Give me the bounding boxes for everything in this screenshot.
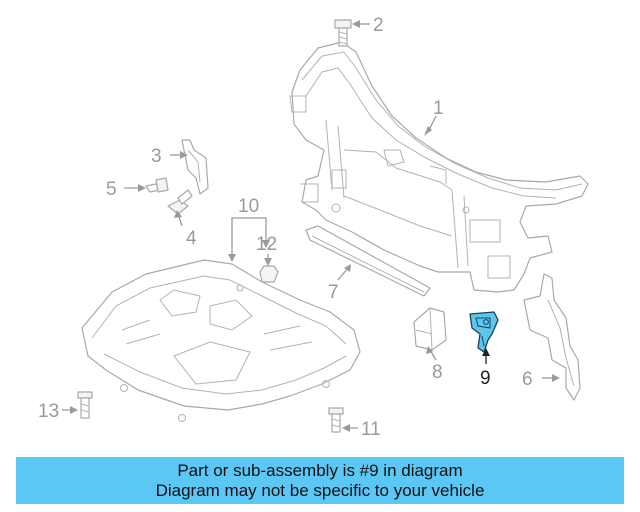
- bolt-part-13: [77, 391, 93, 419]
- engine-under-cover: [81, 259, 361, 422]
- radiator-support-part: [289, 41, 589, 293]
- callout-9: 9: [480, 368, 491, 389]
- bolt-part-5: [145, 177, 169, 193]
- callout-10: 10: [238, 196, 259, 217]
- bracket-part-3: [181, 139, 209, 195]
- callout-5: 5: [106, 179, 117, 200]
- bolt-part-11: [328, 407, 344, 433]
- info-banner: Part or sub-assembly is #9 in diagram Di…: [16, 457, 624, 504]
- banner-line-2: Diagram may not be specific to your vehi…: [155, 480, 485, 500]
- leader-lines: [62, 20, 560, 432]
- callout-13: 13: [38, 401, 59, 422]
- bracket-part-8: [413, 307, 447, 351]
- callout-7: 7: [328, 282, 339, 303]
- callout-11: 11: [361, 419, 381, 440]
- parts-diagram: 1 2 3 4 5 6 7 8 9 10 11 12 13: [38, 15, 589, 440]
- callout-labels: 1 2 3 4 5 6 7 8 9 10 11 12 13: [38, 15, 533, 440]
- bolt-part-2: [334, 19, 352, 47]
- callout-4: 4: [186, 228, 197, 249]
- callout-12: 12: [256, 234, 277, 255]
- bolt-part-4: [167, 189, 193, 215]
- callout-1: 1: [433, 98, 444, 119]
- air-guide-part-6: [523, 273, 581, 401]
- clip-part-12: [259, 265, 279, 283]
- callout-3: 3: [151, 146, 162, 167]
- callout-2: 2: [373, 15, 384, 36]
- callout-8: 8: [432, 362, 443, 383]
- callout-6: 6: [522, 369, 533, 390]
- seal-strip-part-7: [305, 225, 431, 297]
- banner-line-1: Part or sub-assembly is #9 in diagram: [177, 460, 463, 480]
- bracket-part-9-highlighted[interactable]: [469, 311, 499, 353]
